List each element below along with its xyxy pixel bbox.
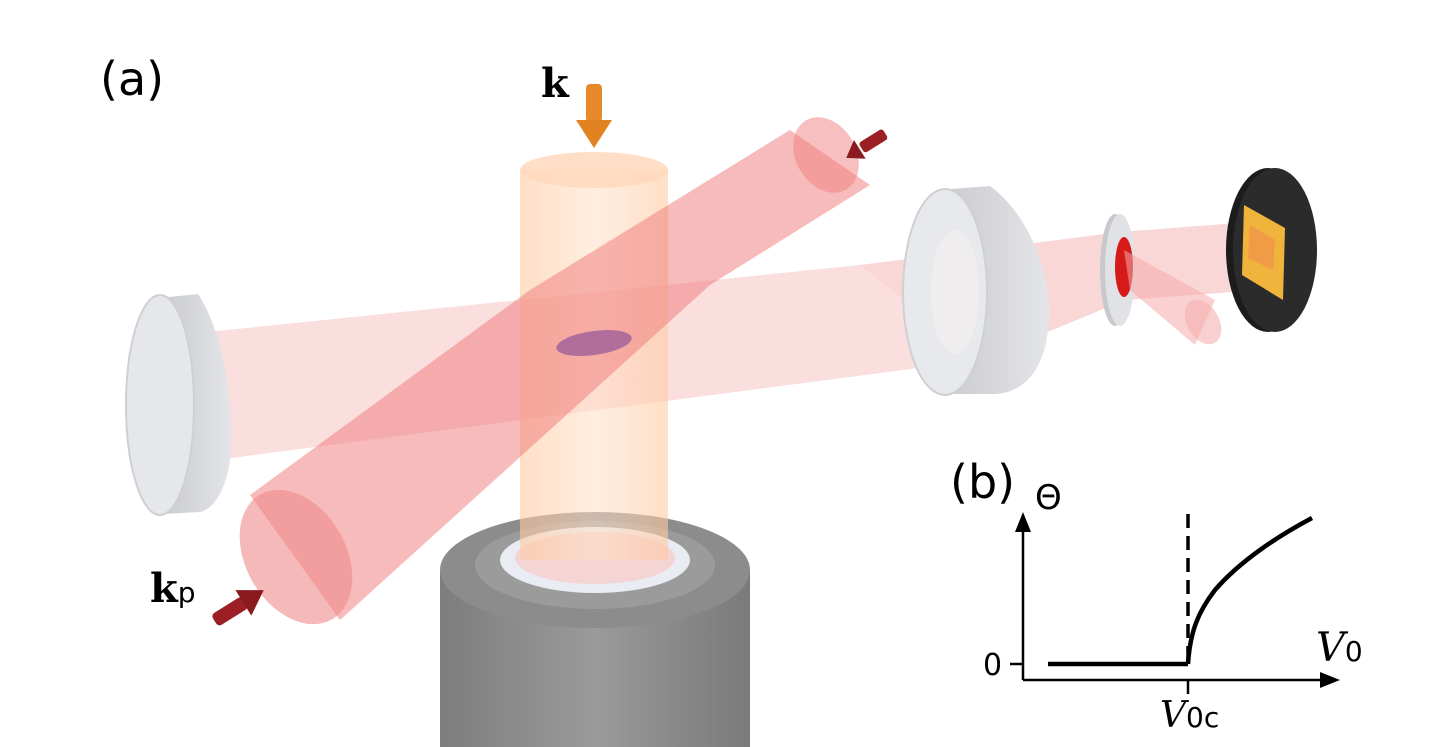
reflected-beam (1124, 250, 1222, 345)
v0c-tick-label-subscript: 0c (1186, 701, 1220, 734)
k-arrow (576, 84, 612, 148)
right-mirror (902, 186, 1050, 396)
rising-branch (1185, 516, 1314, 665)
v0c-tick-label-main: V (1160, 695, 1186, 736)
panel-a-label: (a) (100, 52, 165, 106)
inset-plot (1010, 512, 1340, 694)
v0-axis-label: V0 (1316, 625, 1363, 671)
v0-axis-label-subscript: 0 (1344, 635, 1363, 668)
kp-label: kp (150, 565, 196, 612)
kp-label-subscript: p (177, 576, 196, 609)
atom-cloud (556, 329, 632, 357)
theta-axis-label: Θ (1035, 478, 1062, 518)
y-axis-arrowhead (1015, 512, 1031, 532)
detector (1226, 168, 1317, 332)
x-axis-arrowhead (1320, 672, 1340, 688)
beam-splitter (1100, 214, 1135, 326)
zero-tick-label: 0 (983, 648, 1003, 683)
v0-axis-label-main: V (1316, 625, 1345, 671)
kp-arrow (212, 590, 264, 626)
v0c-tick-label: V0c (1160, 695, 1219, 736)
k-label: k (541, 60, 569, 107)
pump-exit-arrow (846, 129, 888, 159)
kp-label-main: k (150, 565, 178, 612)
panel-b-label: (b) (950, 455, 1016, 509)
left-mirror (125, 294, 232, 516)
pump-beam (239, 117, 870, 625)
